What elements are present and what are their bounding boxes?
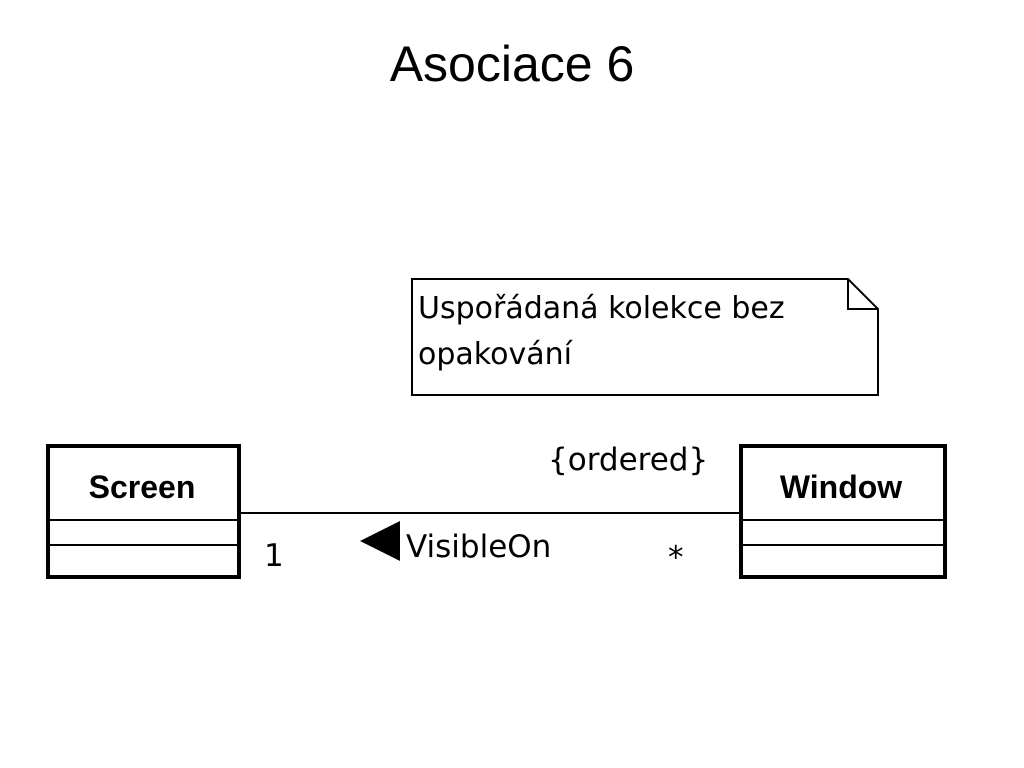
note-box xyxy=(411,278,879,396)
class-screen-name: Screen xyxy=(89,469,196,505)
association-name: VisibleOn xyxy=(406,529,551,565)
left-triangle-arrow-icon xyxy=(360,521,400,561)
association-constraint: {ordered} xyxy=(548,442,708,478)
class-window-name: Window xyxy=(780,469,902,505)
slide-title: Asociace 6 xyxy=(389,36,635,92)
note-text-line-2: opakování xyxy=(418,337,574,372)
class-screen-box xyxy=(46,444,241,579)
note-folded-corner xyxy=(847,279,878,310)
note-text-line-1: Uspořádaná kolekce bez xyxy=(418,291,785,326)
left-multiplicity: 1 xyxy=(264,538,284,574)
class-window-box xyxy=(739,444,947,579)
right-multiplicity: * xyxy=(668,540,684,576)
class-window: Window xyxy=(739,444,947,579)
class-screen: Screen xyxy=(46,444,241,579)
note: Uspořádaná kolekce bez opakování xyxy=(411,278,879,396)
